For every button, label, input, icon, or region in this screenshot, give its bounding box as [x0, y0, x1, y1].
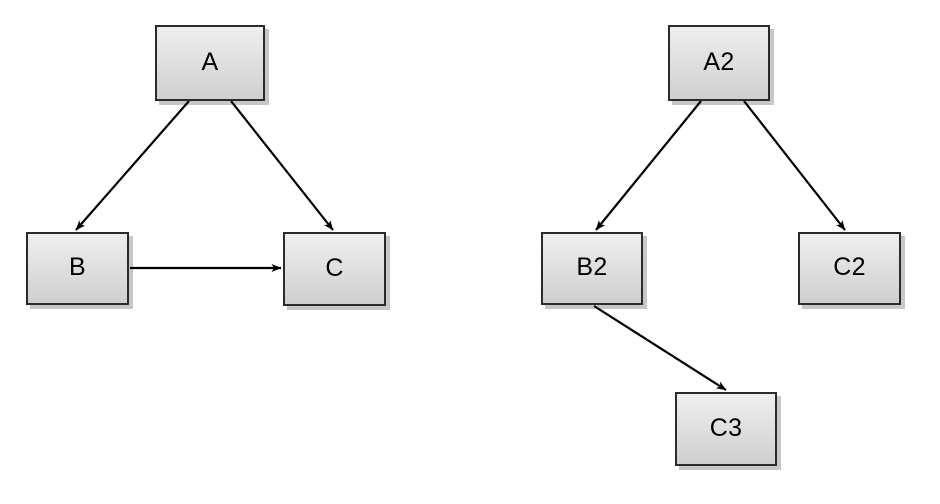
node-a2[interactable]: A2: [668, 25, 770, 101]
node-label: C: [325, 253, 344, 282]
edges-group: [75, 100, 846, 391]
node-c3[interactable]: C3: [675, 392, 777, 466]
node-label: A: [201, 47, 219, 76]
edge-a2-to-b2: [595, 100, 702, 231]
node-b[interactable]: B: [26, 232, 129, 305]
node-label: B2: [576, 253, 608, 281]
edge-a-to-b: [75, 100, 190, 231]
node-label: B: [69, 253, 86, 281]
node-label: C3: [709, 413, 743, 442]
node-b2[interactable]: B2: [541, 232, 643, 305]
edge-a2-to-c2: [743, 100, 846, 231]
node-c[interactable]: C: [283, 232, 386, 306]
edge-b2-to-c3: [593, 305, 727, 391]
node-label: C2: [833, 253, 866, 281]
node-a[interactable]: A: [155, 25, 265, 101]
edge-a-to-c: [230, 100, 334, 231]
node-label: A2: [703, 47, 735, 76]
node-c2[interactable]: C2: [798, 232, 901, 305]
